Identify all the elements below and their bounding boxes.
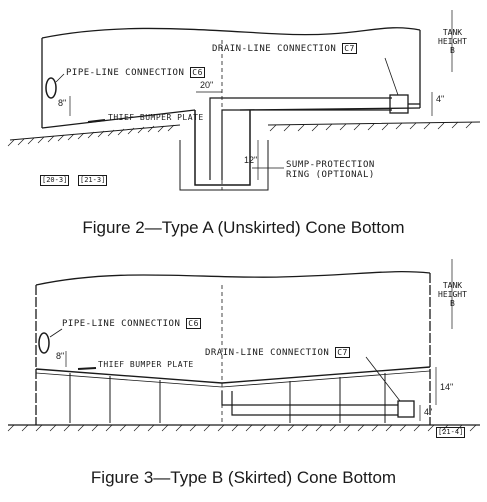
- tank-label: TANK: [442, 281, 463, 290]
- figure-3-caption: Figure 3—Type B (Skirted) Cone Bottom: [90, 468, 397, 487]
- drain-valve: [397, 400, 415, 418]
- sump: [194, 110, 251, 186]
- height-label: HEIGHT: [438, 37, 467, 46]
- drain-tag: C7: [335, 347, 350, 358]
- drain-tag: C7: [342, 43, 357, 54]
- drain-pipe: [221, 391, 398, 406]
- thief-bumper-plate: [77, 367, 97, 370]
- drain-line-connection-label: DRAIN-LINE CONNECTION C7: [205, 347, 350, 358]
- dimension-4: 4": [424, 407, 433, 417]
- dimension-14: 14": [440, 382, 454, 392]
- drain-label-text: DRAIN-LINE CONNECTION: [205, 348, 330, 358]
- thief-bumper-plate-label: THIEF BUMPER PLATE: [98, 360, 194, 369]
- tank-label: TANK: [442, 28, 463, 37]
- tank-height-label: TANK HEIGHT B: [438, 281, 467, 308]
- pipe-line-connection-label: PIPE-LINE CONNECTION C6: [66, 67, 205, 78]
- drain-line-connection-label: DRAIN-LINE CONNECTION C7: [212, 43, 357, 54]
- reference-tag-2: [21-3]: [78, 175, 108, 186]
- thief-bumper-plate: [87, 119, 106, 123]
- figure-2-caption: Figure 2—Type A (Unskirted) Cone Bottom: [82, 218, 405, 237]
- sump-ring: [179, 140, 269, 191]
- dimension-8: 8": [56, 351, 65, 361]
- figure-2-drawing: [7, 10, 481, 191]
- b-label: B: [450, 46, 455, 55]
- tank-wavy-top: [35, 271, 431, 286]
- dimension-4: 4": [436, 94, 445, 104]
- cone-bottom-left: [41, 109, 196, 129]
- drain-label-text: DRAIN-LINE CONNECTION: [212, 44, 337, 54]
- figure-3-drawing: [7, 259, 480, 432]
- drain-valve: [389, 94, 409, 114]
- drain-pipe: [209, 97, 392, 180]
- dimension-8: 8": [58, 98, 67, 108]
- sump-label-line1: SUMP-PROTECTION: [286, 160, 375, 170]
- pipe-label-text: PIPE-LINE CONNECTION: [66, 68, 185, 78]
- pipe-line-nozzle: [45, 77, 57, 99]
- pipe-tag: C6: [186, 318, 201, 329]
- ground: [9, 121, 481, 141]
- pipe-line-nozzle: [38, 332, 50, 354]
- cone-bottom: [35, 366, 431, 384]
- pipe-label-text: PIPE-LINE CONNECTION: [62, 319, 181, 329]
- thief-bumper-plate-label: THIEF BUMPER PLATE: [108, 113, 204, 122]
- pipe-line-connection-label: PIPE-LINE CONNECTION C6: [62, 318, 201, 329]
- dimension-20: 20": [200, 80, 214, 90]
- dimension-12: 12": [244, 155, 258, 165]
- tank-wavy-top: [41, 27, 421, 39]
- pipe-tag: C6: [190, 67, 205, 78]
- b-label: B: [450, 299, 455, 308]
- figure-2-type-a: TANK HEIGHT B DRAIN-LINE CONNECTION C7 P…: [0, 0, 487, 245]
- reference-tag-1: [20-3]: [40, 175, 70, 186]
- height-label: HEIGHT: [438, 290, 467, 299]
- figure-3-type-b: TANK HEIGHT B PIPE-LINE CONNECTION C6 DR…: [0, 255, 487, 502]
- tank-height-label: TANK HEIGHT B: [438, 28, 467, 55]
- sump-label-line2: RING (OPTIONAL): [286, 170, 375, 180]
- sump-protection-label: SUMP-PROTECTION RING (OPTIONAL): [286, 160, 375, 180]
- reference-tag-1: [21-4]: [436, 427, 466, 438]
